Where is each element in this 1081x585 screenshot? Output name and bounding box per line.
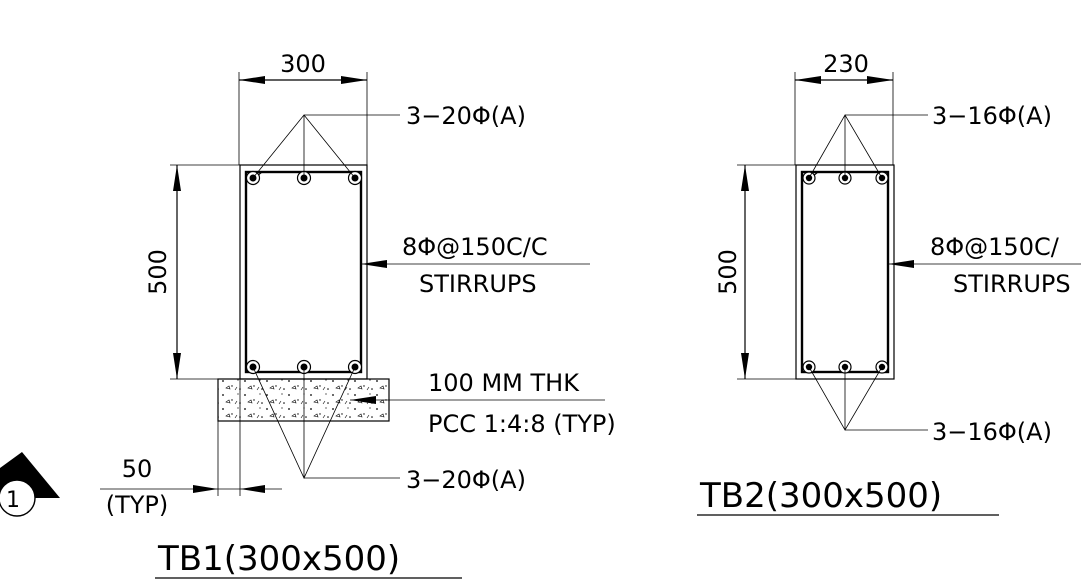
tb1-offset-label: 50 [122, 455, 153, 483]
tb1-top-bars-label: 3−20Φ(A) [406, 102, 526, 130]
tb2-bottom-bars [802, 360, 889, 374]
tb1-offset-dimension: 50 (TYP) [100, 379, 282, 519]
tb2-top-bars-leader: 3−16Φ(A) [808, 102, 1052, 179]
tb2-depth-label: 500 [714, 249, 742, 295]
tb2-width-dimension: 230 [794, 50, 894, 165]
tb2-bottom-bars-label: 3−16Φ(A) [932, 418, 1052, 446]
tb1-bottom-bars-leader: 3−20Φ(A) [252, 366, 526, 494]
tb2-section: 230 500 [697, 50, 1081, 516]
tb1-width-label: 300 [280, 50, 326, 78]
tb2-top-bars-label: 3−16Φ(A) [932, 102, 1052, 130]
tb1-title-text: TB1(300x500) [157, 539, 400, 579]
tb2-depth-dimension: 500 [714, 164, 800, 380]
tb2-title: TB2(300x500) [697, 476, 999, 516]
tb1-title: TB1(300x500) [155, 539, 462, 579]
tb2-bottom-bars-leader: 3−16Φ(A) [808, 366, 1052, 446]
section-marker-number: 1 [6, 488, 20, 513]
tb2-beam-outline [795, 164, 895, 380]
section-marker: 1 [0, 452, 60, 517]
tb1-depth-label: 500 [144, 249, 172, 295]
tb1-pcc-leader: 100 MM THK PCC 1:4:8 (TYP) [350, 369, 616, 438]
tb1-depth-dimension: 500 [144, 164, 245, 380]
tb2-stirrups-leader: 8Φ@150C/ STIRRUPS [888, 233, 1081, 298]
tb1-pcc-label-1: 100 MM THK [428, 369, 580, 397]
tb2-title-text: TB2(300x500) [699, 476, 942, 516]
tb2-stirrups-label-2: STIRRUPS [953, 270, 1071, 298]
tb1-stirrups-label-2: STIRRUPS [419, 270, 537, 298]
tb1-pcc-label-2: PCC 1:4:8 (TYP) [428, 410, 616, 438]
tb2-stirrup [800, 170, 890, 374]
tb1-stirrups-leader: 8Φ@150C/C STIRRUPS [361, 233, 590, 298]
tb1-stirrup [244, 170, 363, 374]
tb1-bottom-bars-label: 3−20Φ(A) [406, 466, 526, 494]
tb2-width-label: 230 [823, 50, 869, 78]
tb1-stirrups-label-1: 8Φ@150C/C [402, 233, 548, 261]
tb1-beam-outline [239, 164, 368, 380]
tb1-section: 300 500 [100, 50, 616, 579]
tb1-top-bars-leader: 3−20Φ(A) [252, 102, 526, 179]
tb1-offset-note: (TYP) [106, 491, 169, 519]
tb1-width-dimension: 300 [238, 50, 368, 165]
tb2-stirrups-label-1: 8Φ@150C/ [930, 233, 1060, 261]
